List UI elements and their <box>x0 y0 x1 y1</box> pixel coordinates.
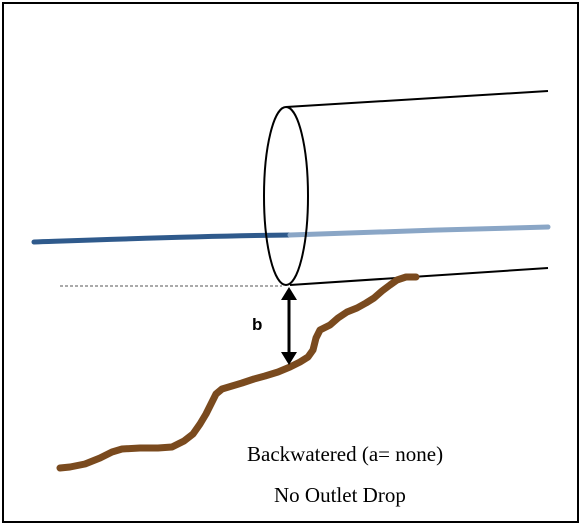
ground-profile <box>56 273 420 472</box>
arrow-head-up <box>281 287 297 300</box>
pipe-outlet-opening <box>263 106 309 286</box>
water-surface-outside <box>31 232 293 245</box>
arrow-head-down <box>281 352 297 365</box>
dimension-label-b: b <box>252 315 262 334</box>
drop-dimension-arrow <box>281 287 297 365</box>
caption-line-2: No Outlet Drop <box>274 483 406 507</box>
culvert-pipe <box>263 90 549 286</box>
caption-line-1: Backwatered (a= none) <box>247 442 443 466</box>
water-surface-inside-pipe <box>287 224 551 238</box>
pipe-top-edge <box>285 90 549 108</box>
